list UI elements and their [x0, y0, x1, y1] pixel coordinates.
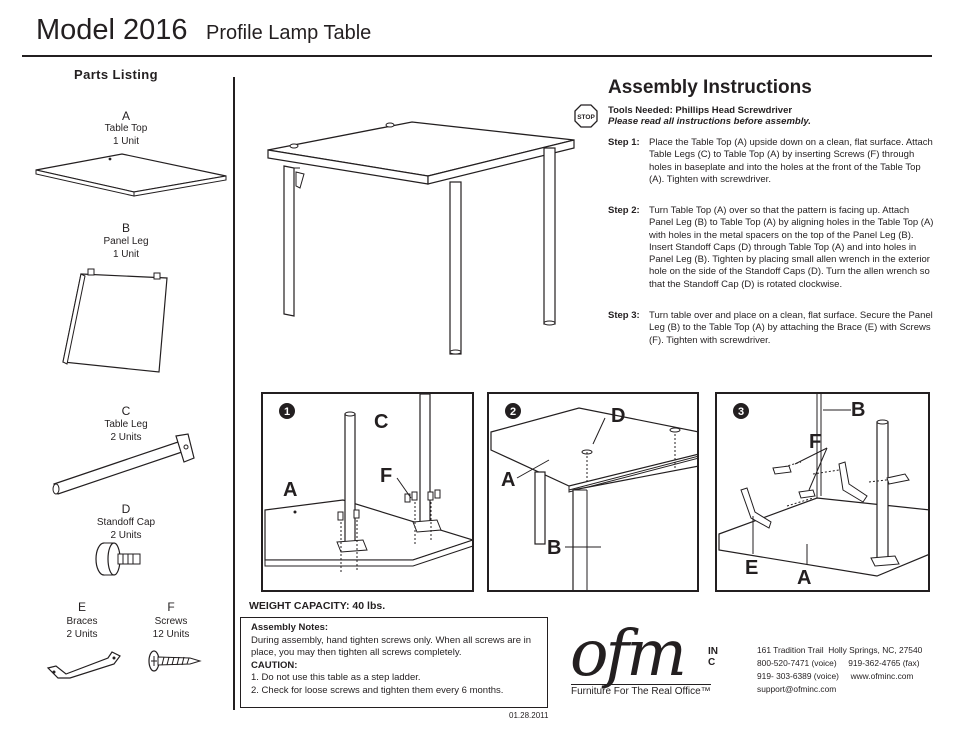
- part-name: Panel Leg: [103, 236, 149, 247]
- company-contact: 161 Tradition Trail Holly Springs, NC, 2…: [757, 645, 923, 694]
- step-3-text: Turn table over and place on a clean, fl…: [649, 310, 933, 346]
- part-letter: F: [167, 600, 175, 614]
- stop-sign-label: STOP: [577, 114, 595, 121]
- caution-item-1: 1. Do not use this table as a step ladde…: [251, 672, 421, 683]
- column-divider: [233, 77, 235, 710]
- caution-item-2: 2. Check for loose screws and tighten th…: [251, 684, 504, 696]
- part-qty: 1 Unit: [112, 136, 140, 147]
- panel-leg-illustration: [62, 268, 168, 373]
- diagram-2-label-a: A: [501, 469, 515, 491]
- document-date: 01.28.2011: [509, 711, 549, 720]
- diagram-1-number: 1: [284, 406, 290, 418]
- diagram-2-drawing: 2 D A B: [490, 403, 697, 590]
- diagram-3-label-f: F: [809, 431, 821, 453]
- weight-capacity: WEIGHT CAPACITY: 40 lbs.: [249, 600, 386, 612]
- step-1-label: Step 1:: [608, 137, 640, 148]
- part-name: Braces: [66, 616, 98, 627]
- parts-listing-title: Parts Listing: [74, 67, 158, 82]
- assembly-title: Assembly Instructions: [608, 77, 812, 98]
- tools-needed: Tools Needed: Phillips Head Screwdriver …: [608, 105, 811, 127]
- step-3-label: Step 3:: [608, 310, 640, 321]
- assembly-notes-box: Assembly Notes: During assembly, hand ti…: [240, 617, 548, 708]
- part-qty: 2 Units: [66, 629, 98, 640]
- diagram-step-3: 3 B F E A: [715, 392, 930, 592]
- diagram-2-label-b: B: [547, 537, 561, 559]
- tools-text: Tools Needed: Phillips Head Screwdriver: [608, 105, 793, 116]
- assembly-notes-text: During assembly, hand tighten screws onl…: [251, 634, 532, 659]
- read-all-note: Please read all instructions before asse…: [608, 116, 811, 127]
- step-2-label: Step 2:: [608, 205, 640, 216]
- diagram-3-label-b: B: [851, 399, 865, 421]
- part-qty: 2 Units: [110, 530, 142, 541]
- part-name: Table Top: [104, 123, 148, 134]
- table-top-illustration: [35, 153, 227, 197]
- diagram-3-label-a: A: [797, 567, 811, 589]
- part-name: Standoff Cap: [96, 517, 156, 528]
- company-tagline: Furniture For The Real Office™: [571, 684, 711, 697]
- diagram-3-label-e: E: [745, 557, 758, 579]
- part-letter: B: [121, 221, 130, 235]
- diagram-1-label-a: A: [283, 479, 297, 501]
- part-name: Table Leg: [104, 419, 148, 430]
- diagram-1-drawing: 1 C F A: [264, 394, 472, 572]
- assembly-notes-title: Assembly Notes:: [251, 622, 329, 633]
- product-title: Profile Lamp Table: [206, 22, 372, 44]
- part-letter: C: [121, 404, 131, 418]
- caution-title: CAUTION:: [251, 659, 298, 671]
- diagram-1-label-c: C: [374, 411, 388, 433]
- diagram-2-number: 2: [510, 406, 516, 418]
- diagram-3-number: 3: [738, 406, 744, 418]
- ofm-logo: ofm: [570, 617, 687, 691]
- part-letter: D: [121, 502, 131, 516]
- header-divider: [22, 55, 932, 57]
- stop-sign-icon: STOP: [574, 104, 598, 128]
- diagram-3-drawing: 3 B F E A: [718, 394, 928, 589]
- step-2-text: Turn Table Top (A) over so that the patt…: [649, 205, 934, 290]
- diagram-step-1: 1 C F A: [261, 392, 474, 592]
- diagram-1-label-f: F: [380, 465, 392, 487]
- part-qty: 12 Units: [152, 629, 190, 640]
- screw-illustration: [148, 650, 202, 672]
- part-name: Screws: [154, 616, 188, 627]
- part-letter: A: [121, 109, 130, 123]
- assembled-table-illustration: [267, 121, 575, 355]
- part-qty: 1 Unit: [112, 249, 140, 260]
- ofm-logo-suffix: INC: [708, 646, 718, 668]
- step-1-text: Place the Table Top (A) upside down on a…: [649, 137, 933, 185]
- standoff-cap-illustration: [95, 542, 141, 576]
- part-letter: E: [77, 600, 86, 614]
- model-title: Model 2016: [36, 14, 188, 46]
- part-qty: 2 Units: [110, 432, 142, 443]
- diagram-2-label-d: D: [611, 405, 625, 427]
- brace-illustration: [46, 651, 121, 679]
- table-leg-illustration: [52, 433, 195, 495]
- diagram-step-2: 2 D A B: [487, 392, 699, 592]
